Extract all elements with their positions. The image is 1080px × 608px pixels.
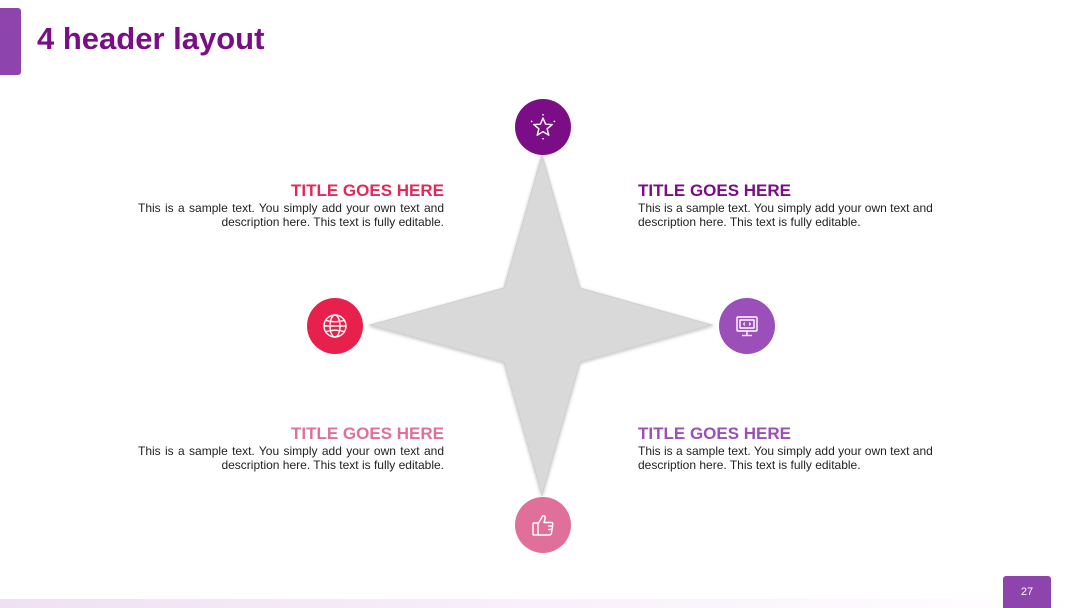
- thumbs-up-icon: [515, 497, 571, 553]
- star-shape: [368, 153, 714, 497]
- title-accent-bar: [0, 8, 21, 75]
- star-icon: [515, 99, 571, 155]
- block-description: This is a sample text. You simply add yo…: [138, 201, 444, 229]
- text-block-bottom-right: TITLE GOES HERE This is a sample text. Y…: [638, 424, 944, 472]
- text-block-top-right: TITLE GOES HERE This is a sample text. Y…: [638, 181, 944, 229]
- block-title: TITLE GOES HERE: [638, 424, 792, 443]
- block-title: TITLE GOES HERE: [638, 181, 792, 200]
- slide-title: 4 header layout: [37, 21, 265, 56]
- footer-band: [0, 599, 1080, 608]
- monitor-code-icon: [719, 298, 775, 354]
- block-title: TITLE GOES HERE: [290, 424, 444, 443]
- block-title: TITLE GOES HERE: [290, 181, 444, 200]
- globe-icon: [307, 298, 363, 354]
- text-block-bottom-left: TITLE GOES HERE This is a sample text. Y…: [138, 424, 444, 472]
- page-number: 27: [1003, 576, 1051, 608]
- block-description: This is a sample text. You simply add yo…: [638, 201, 933, 229]
- block-description: This is a sample text. You simply add yo…: [638, 444, 933, 472]
- text-block-top-left: TITLE GOES HERE This is a sample text. Y…: [138, 181, 444, 229]
- block-description: This is a sample text. You simply add yo…: [138, 444, 444, 472]
